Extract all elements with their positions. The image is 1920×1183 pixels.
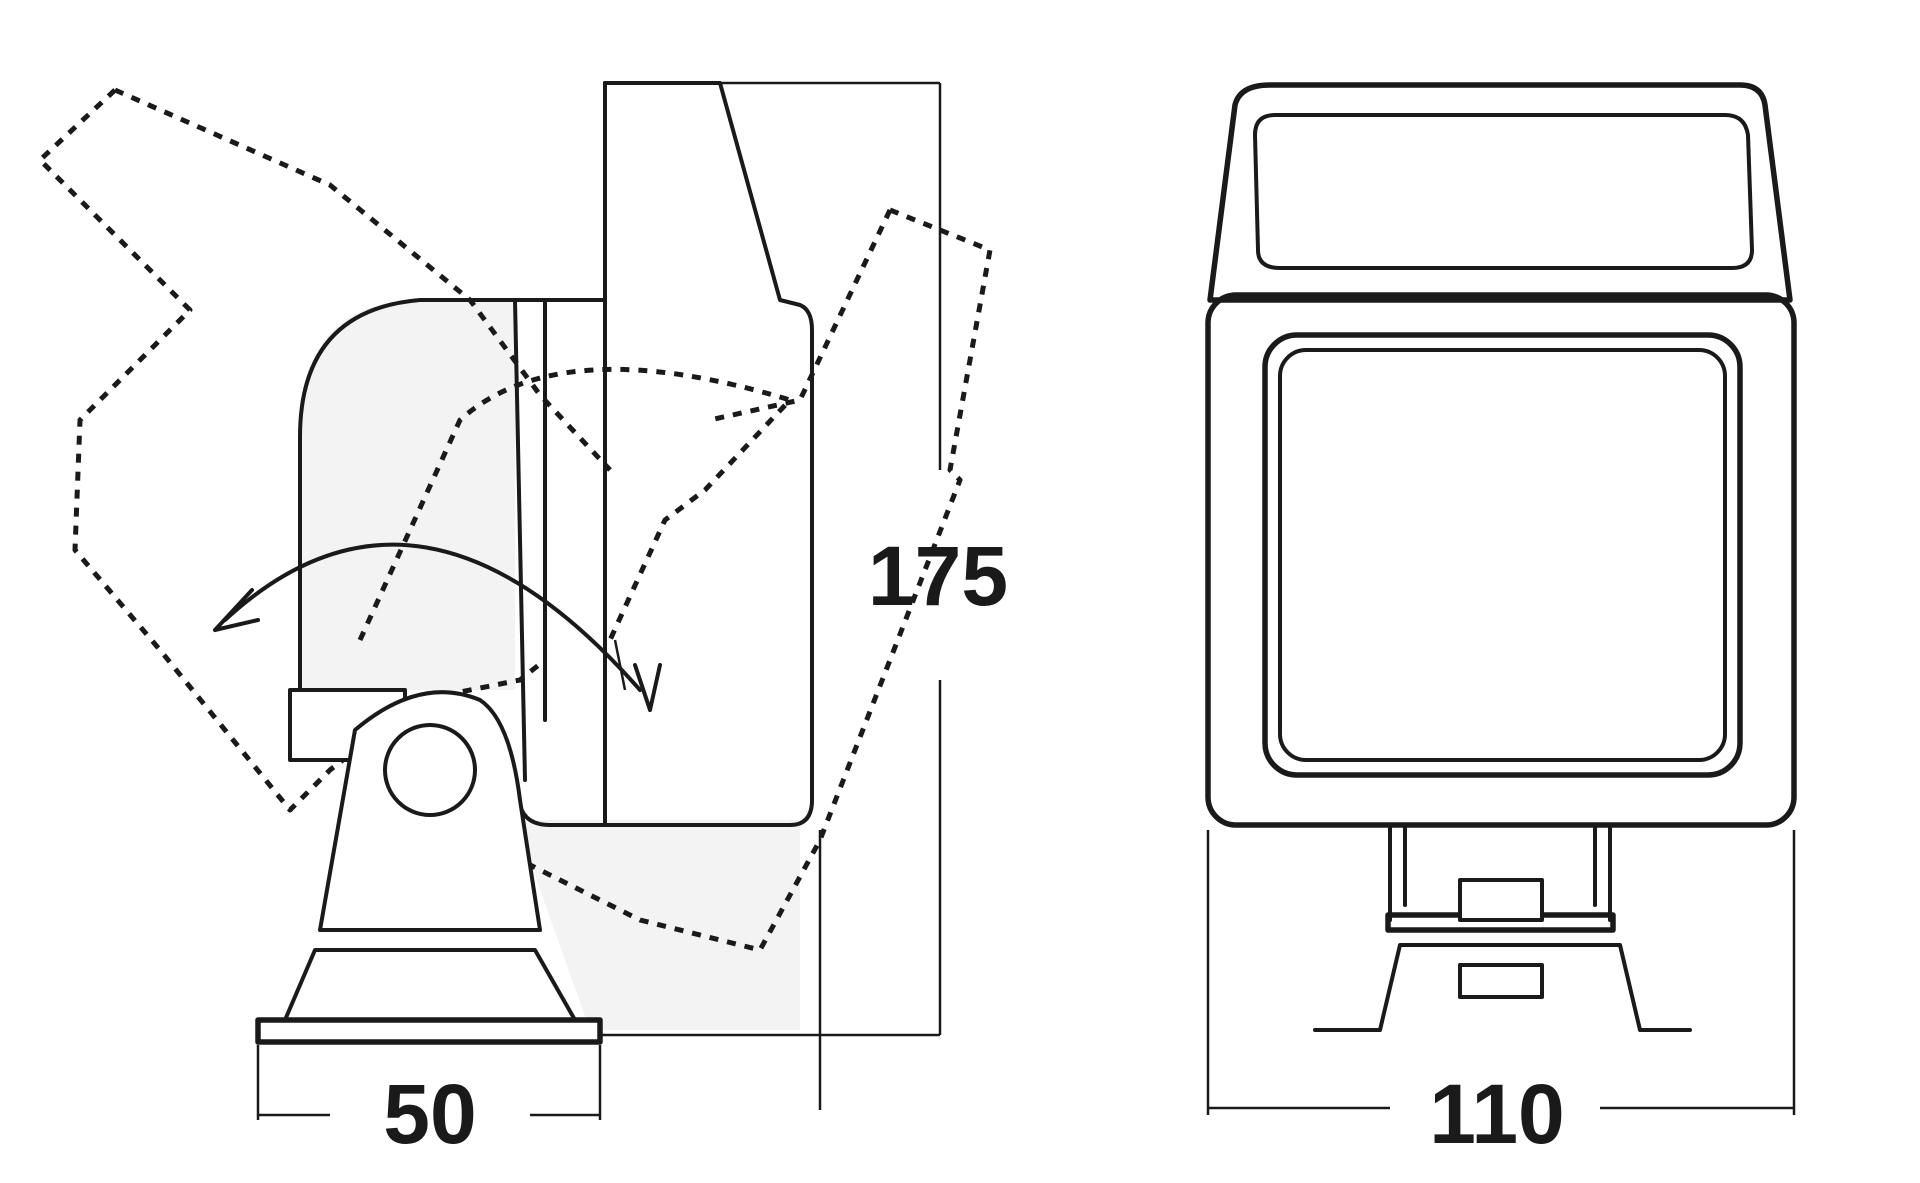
tilt-arrow-right [633, 663, 662, 712]
front-width-dimension-label: 110 [1429, 1067, 1565, 1161]
front-bracket-slot-lower [1458, 963, 1544, 999]
front-bracket-slot-upper [1458, 878, 1544, 922]
front-view: 110 [1205, 82, 1797, 1161]
lamp-rear-cover [298, 298, 607, 692]
base-width-dimension-label: 50 [383, 1067, 476, 1161]
lamp-housing-side [518, 81, 814, 827]
side-view: 175 50 [37, 81, 1008, 1161]
front-lens-frame [1262, 332, 1743, 778]
front-lens [1278, 348, 1727, 762]
pivot-knob [383, 723, 477, 817]
height-dimension-label: 175 [868, 529, 1008, 623]
tilt-arrow-left [213, 588, 260, 632]
mount-foot-plate [255, 1017, 603, 1045]
front-top-housing [1207, 82, 1793, 303]
mount-base [283, 948, 577, 1022]
tilt-arc [223, 542, 642, 692]
tilted-outline-right [518, 207, 993, 953]
front-mount-foot [1313, 943, 1692, 1032]
front-top-lens [1253, 113, 1754, 270]
front-main-housing [1205, 292, 1797, 828]
